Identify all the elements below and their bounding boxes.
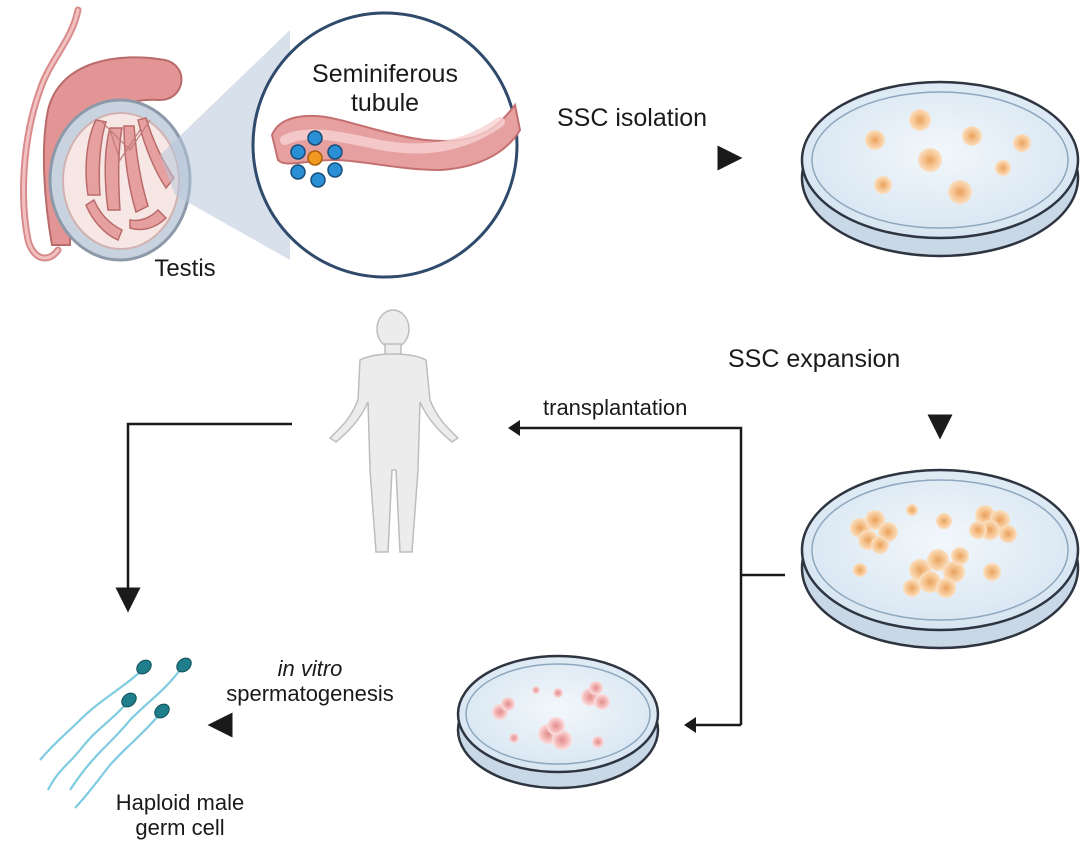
tubule-magnifier: [251, 11, 522, 279]
branch-connector: [520, 426, 785, 727]
haploid-line2: germ cell: [135, 815, 225, 841]
in-vitro-text: in vitro: [277, 656, 343, 681]
in-vitro-spermatogenesis-label: in vitro spermatogenesis: [200, 656, 420, 707]
transplantation-label: transplantation: [543, 395, 688, 420]
seminiferous-line1: Seminiferous: [312, 60, 458, 88]
in-vitro-arrowhead: [684, 717, 696, 733]
spermatogenesis-text: spermatogenesis: [226, 681, 394, 707]
seminiferous-line2: tubule: [350, 88, 420, 117]
petri-dish-isolated: [800, 80, 1080, 258]
petri-dish-in-vitro: [456, 654, 660, 790]
testis-illustration: [20, 6, 192, 262]
haploid-line1: Haploid male: [115, 790, 245, 815]
zoom-cone: [160, 30, 290, 260]
testis-label: Testis: [154, 255, 216, 282]
ssc-isolation-label: SSC isolation: [557, 104, 708, 132]
seminiferous-tubule-label: Seminiferous tubule: [280, 60, 490, 118]
human-to-germcell-arrow: [115, 422, 292, 613]
petri-dish-expanded: [800, 468, 1080, 650]
human-figure: [328, 309, 460, 553]
haploid-germ-cell-label: Haploid male germ cell: [85, 790, 275, 841]
sperm-cells: [39, 657, 192, 809]
ssc-expansion-label: SSC expansion: [728, 345, 901, 373]
transplantation-arrowhead: [508, 420, 520, 436]
